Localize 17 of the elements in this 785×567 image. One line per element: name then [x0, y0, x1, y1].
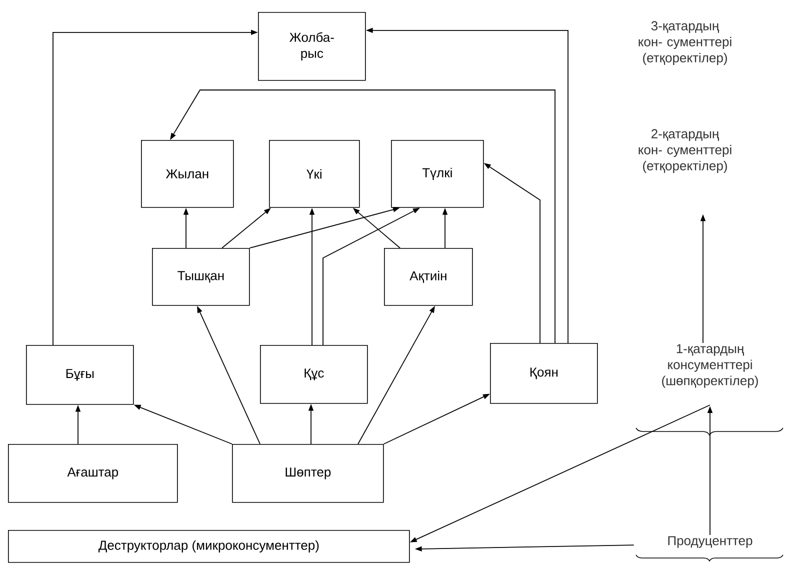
process-box: Жылан	[141, 140, 234, 208]
process-box: Бұғы	[26, 344, 134, 405]
process-box: Үкі	[269, 140, 360, 208]
process-box: Деструкторлар (микроконсументтер)	[8, 530, 410, 563]
level-label: 3-қатардың кон- сументтері (етқоректілер)	[638, 21, 732, 65]
level-label: 2-қатардың кон- сументтері (етқоректілер)	[638, 129, 732, 173]
level-label: Продуценттер	[668, 536, 752, 548]
process-box: Құс	[260, 344, 368, 404]
process-box: Түлкі	[391, 140, 484, 208]
process-box: Тышқан	[152, 248, 250, 306]
process-box: Жолба- рыс	[258, 12, 366, 81]
process-box: Ақтиін	[384, 248, 473, 306]
level-label: 1-қатардың консументтері (шөпқоректілер)	[662, 344, 758, 388]
process-box: Қоян	[490, 343, 598, 404]
process-box: Шөптер	[232, 444, 384, 503]
arrow	[170, 90, 556, 344]
process-box: Ағаштар	[8, 444, 178, 503]
